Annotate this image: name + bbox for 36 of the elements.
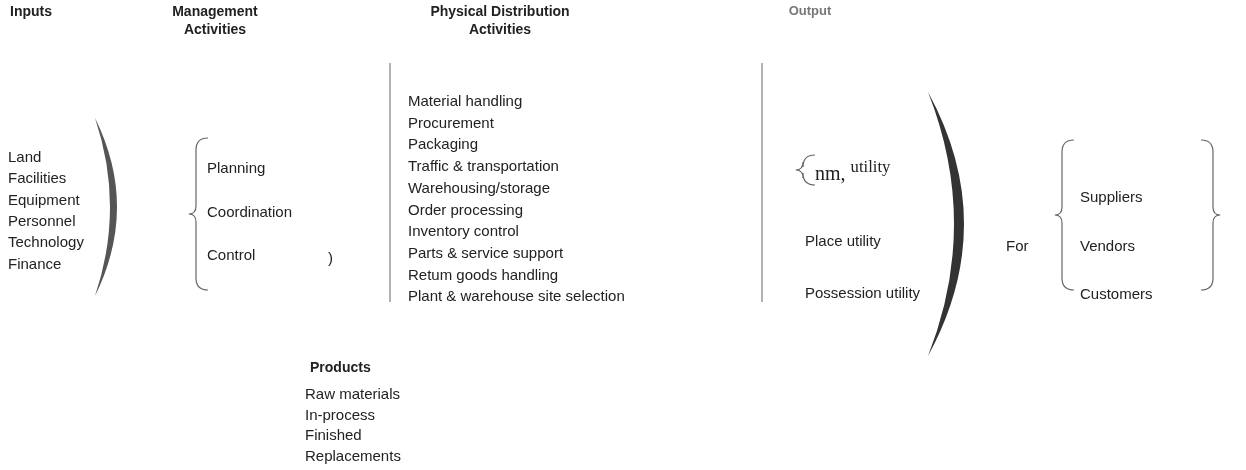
- label-text: Retum goods handling: [408, 265, 559, 284]
- label-text: Finance: [8, 254, 62, 273]
- label-text: Warehousing/storage: [408, 178, 551, 197]
- label-text: Facilities: [8, 169, 67, 188]
- column-heading: Output: [787, 2, 833, 20]
- column-heading: Management Activities: [171, 2, 259, 38]
- label-text: In-process: [305, 405, 376, 424]
- label-text: Packaging: [408, 135, 479, 154]
- label-text: Planning: [207, 159, 266, 177]
- label-text: Material handling: [408, 92, 523, 110]
- label-text: Order processing: [408, 200, 524, 219]
- label-text: Replacements: [305, 446, 401, 465]
- label-text: Vendors: [1080, 237, 1136, 255]
- label-text: ): [328, 249, 333, 267]
- label-text: Traffic & transportation: [408, 157, 559, 176]
- label-text: Procurement: [408, 113, 494, 132]
- label-text: Personnel: [8, 211, 76, 230]
- label-text: Raw materials: [305, 385, 401, 403]
- label-text: Equipment: [8, 190, 80, 209]
- column-heading: Inputs: [10, 2, 52, 20]
- label-text: Customers: [1080, 285, 1153, 303]
- label-text: Technology: [8, 233, 84, 252]
- label-text: Control: [207, 246, 256, 264]
- label-text: Plant & warehouse site selection: [408, 287, 625, 306]
- label-text: Inventory control: [408, 222, 519, 241]
- label-text: Place utility: [805, 232, 881, 250]
- label-text: Possession utility: [805, 284, 921, 302]
- column-heading: Physical Distribution Activities: [429, 2, 571, 38]
- label-text: Parts & service support: [408, 243, 564, 262]
- label-text: nm, $^{utility}$: [815, 158, 891, 182]
- label-text: For: [1006, 237, 1029, 255]
- group-heading: Products: [310, 358, 371, 376]
- label-text: Coordination: [207, 203, 293, 221]
- label-text: Finished: [305, 426, 362, 444]
- label-text: Suppliers: [1080, 188, 1143, 206]
- label-text: Land: [8, 148, 42, 166]
